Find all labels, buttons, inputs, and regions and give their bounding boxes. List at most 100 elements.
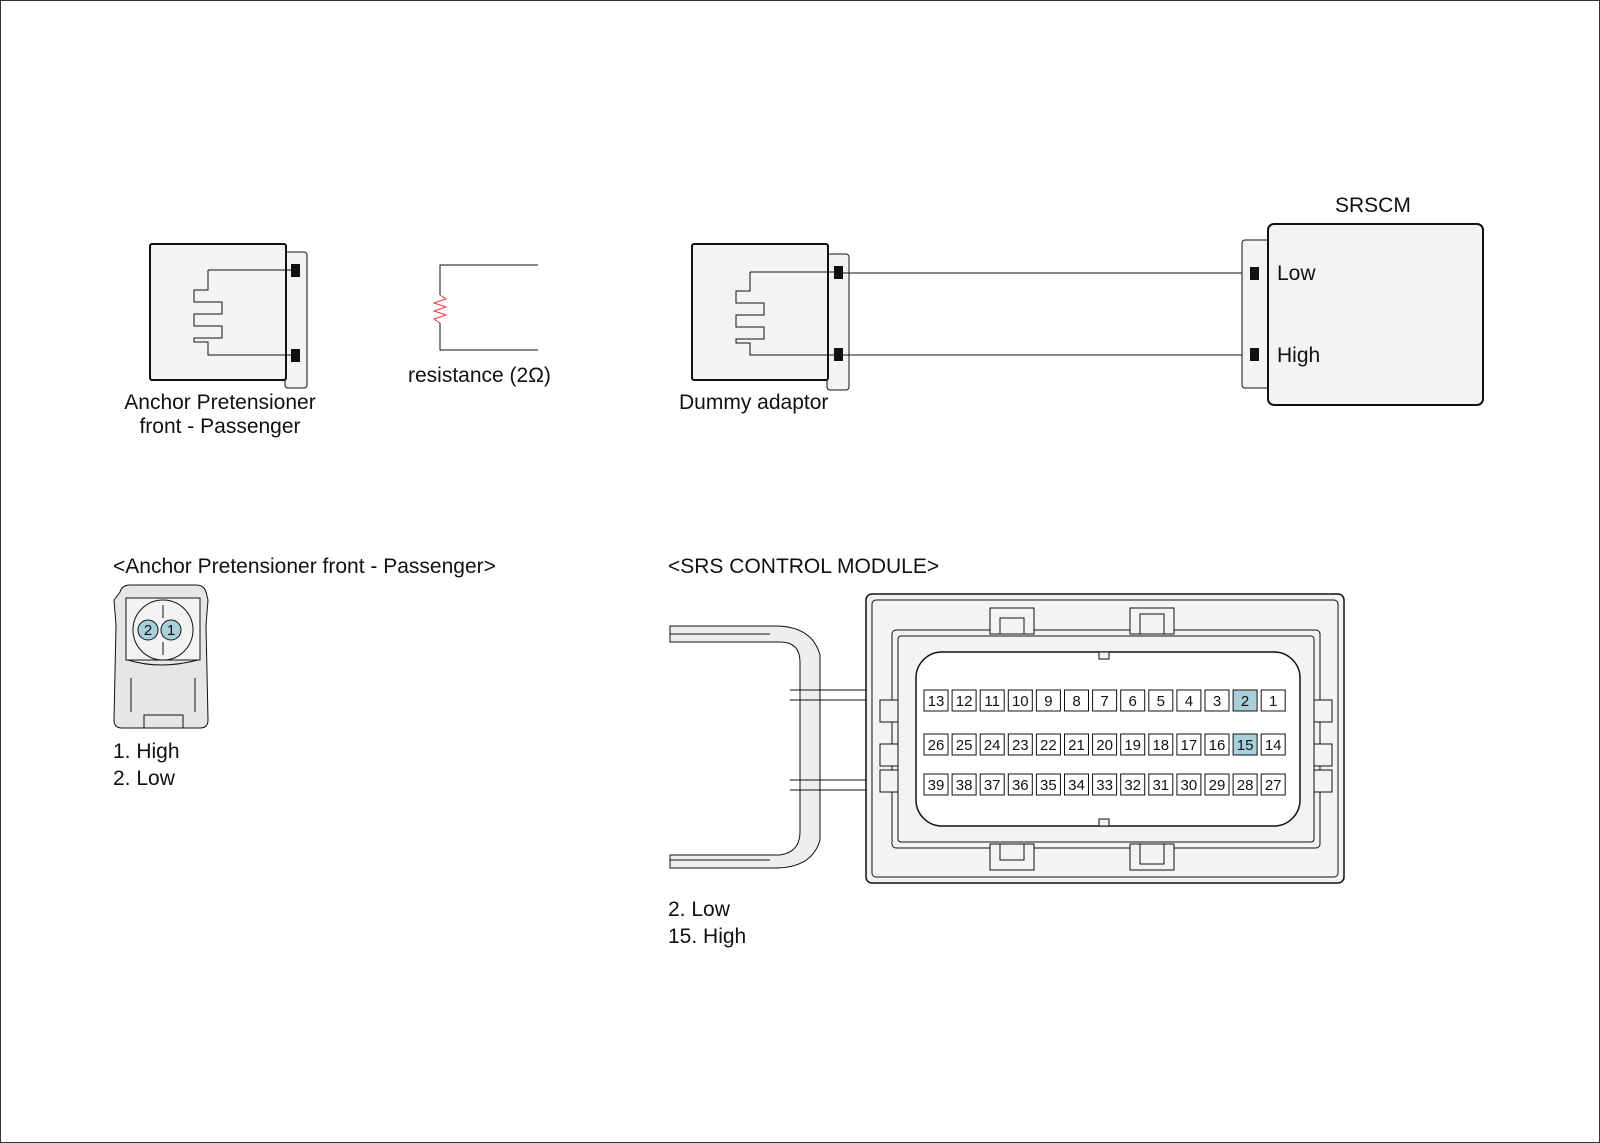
pin-number-15: 15	[1237, 737, 1254, 754]
pin-number-38: 38	[956, 777, 973, 794]
harness-wires	[843, 272, 1250, 356]
pin-cell-29	[1204, 773, 1230, 796]
pin-number-7: 7	[1100, 693, 1108, 710]
pin-cell-11	[979, 689, 1005, 712]
pin-number-3: 3	[1213, 693, 1221, 710]
pin-number-28: 28	[1237, 777, 1254, 794]
pin-number-5: 5	[1157, 693, 1165, 710]
pin-cell-7	[1092, 689, 1118, 712]
pin-number-4: 4	[1185, 693, 1193, 710]
anchor-connector-label-line1: Anchor Pretensioner	[124, 391, 316, 414]
resistor-symbol	[432, 264, 538, 351]
pin-number-10: 10	[1012, 693, 1029, 710]
pin-number-16: 16	[1209, 737, 1226, 754]
pin-cell-25	[951, 733, 977, 756]
pin-cell-16	[1204, 733, 1230, 756]
pin-number-33: 33	[1096, 777, 1113, 794]
pin-cell-18	[1148, 733, 1174, 756]
pin-cell-27	[1260, 773, 1286, 796]
pin-number-12: 12	[956, 693, 973, 710]
pin-number-20: 20	[1096, 737, 1113, 754]
pin-cell-20	[1092, 733, 1118, 756]
srs-module-legend-2: 15. High	[668, 925, 747, 948]
pin-cell-36	[1007, 773, 1033, 796]
srs-module-title: <SRS CONTROL MODULE>	[668, 555, 940, 578]
pin-number-37: 37	[984, 777, 1001, 794]
dummy-adaptor-connector	[691, 243, 850, 391]
pin-number-23: 23	[1012, 737, 1029, 754]
pin-cell-9	[1035, 689, 1061, 712]
pin-number-34: 34	[1068, 777, 1085, 794]
pin-cell-23	[1007, 733, 1033, 756]
anchor-pinout-housing	[113, 584, 209, 729]
pin-number-26: 26	[928, 737, 945, 754]
pin-cell-31	[1148, 773, 1174, 796]
pin-cell-34	[1064, 773, 1089, 796]
pin-number-31: 31	[1152, 777, 1169, 794]
pin-number-32: 32	[1124, 777, 1141, 794]
pin-number-21: 21	[1068, 737, 1085, 754]
anchor-pretensioner-connector	[149, 243, 308, 389]
anchor-connector-label-line2: front - Passenger	[139, 415, 301, 438]
pin-number-2: 2	[1241, 693, 1249, 710]
pin-number-27: 27	[1265, 777, 1282, 794]
srscm-module-box	[1241, 223, 1484, 406]
pin-number-36: 36	[1012, 777, 1029, 794]
pin-cell-13	[923, 689, 949, 712]
anchor-pinout-legend-2: 2. Low	[113, 767, 175, 790]
anchor-pin-number-2: 2	[144, 622, 152, 639]
pin-cell-32	[1120, 773, 1146, 796]
anchor-connector-label: Anchor Pretensioner front - Passenger	[104, 391, 336, 439]
pin-number-6: 6	[1129, 693, 1137, 710]
anchor-pinout-legend-1: 1. High	[113, 740, 180, 763]
pin-number-1: 1	[1269, 693, 1277, 710]
pin-cell-30	[1176, 773, 1202, 796]
anchor-pinout-title: <Anchor Pretensioner front - Passenger>	[113, 555, 496, 578]
pin-number-14: 14	[1265, 737, 1282, 754]
srs-module-legend-1: 2. Low	[668, 898, 730, 921]
pin-cell-19	[1120, 733, 1146, 756]
pin-cell-28	[1232, 773, 1258, 796]
pin-number-9: 9	[1044, 693, 1052, 710]
pin-cell-26	[923, 733, 949, 756]
srscm-pin-low-label: Low	[1277, 262, 1316, 285]
pin-cell-15	[1232, 733, 1258, 756]
pin-cell-6	[1120, 689, 1146, 712]
pin-number-30: 30	[1181, 777, 1198, 794]
pin-cell-38	[951, 773, 977, 796]
pin-number-19: 19	[1124, 737, 1141, 754]
pin-number-35: 35	[1040, 777, 1057, 794]
anchor-pin-number-1: 1	[167, 622, 175, 639]
pin-cell-37	[979, 773, 1005, 796]
pin-number-11: 11	[984, 693, 1000, 710]
dummy-adaptor-label: Dummy adaptor	[679, 391, 829, 414]
pin-number-29: 29	[1209, 777, 1226, 794]
pin-cell-1	[1260, 689, 1286, 712]
srscm-title: SRSCM	[1335, 194, 1411, 217]
resistor-label: resistance (2Ω)	[408, 364, 551, 387]
pin-number-25: 25	[956, 737, 973, 754]
pin-number-13: 13	[928, 693, 945, 710]
pin-cell-14	[1260, 733, 1286, 756]
pin-cell-24	[979, 733, 1005, 756]
pin-cell-12	[951, 689, 977, 712]
pin-cell-8	[1064, 689, 1089, 712]
pin-cell-39	[923, 773, 949, 796]
pin-cell-22	[1035, 733, 1061, 756]
pin-cell-4	[1176, 689, 1202, 712]
pin-number-17: 17	[1181, 737, 1198, 754]
pin-cell-5	[1148, 689, 1174, 712]
pin-cell-17	[1176, 733, 1202, 756]
pin-cell-35	[1035, 773, 1061, 796]
pin-cell-3	[1204, 689, 1230, 712]
pin-number-39: 39	[928, 777, 945, 794]
pin-number-22: 22	[1040, 737, 1057, 754]
pin-cell-21	[1064, 733, 1089, 756]
pin-cell-2	[1232, 689, 1258, 712]
pin-cell-10	[1007, 689, 1033, 712]
pin-cell-33	[1092, 773, 1118, 796]
anchor-pin-1	[160, 619, 182, 641]
